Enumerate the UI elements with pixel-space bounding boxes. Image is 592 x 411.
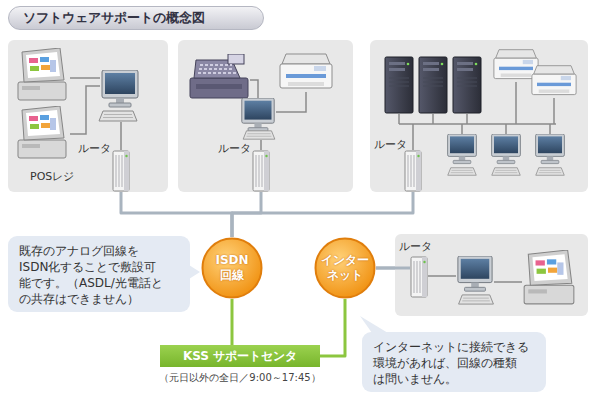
device-wire <box>120 122 122 150</box>
pc-monitor <box>536 134 565 164</box>
pc-monitor <box>242 98 274 131</box>
device-wire <box>276 92 306 112</box>
pc-keyboard <box>243 131 275 139</box>
device-wire <box>70 77 100 79</box>
device-wire <box>494 281 522 283</box>
network-line <box>376 267 395 270</box>
pc-monitor <box>492 134 521 164</box>
pos-register <box>18 106 66 158</box>
pos-register <box>524 250 574 304</box>
network-label: インター ネット <box>317 253 373 283</box>
pc-keyboard <box>536 168 565 176</box>
printer-icon <box>280 54 332 88</box>
callout-tail <box>189 265 200 279</box>
support-center-name: KSS サポートセンタ <box>160 345 320 367</box>
callout-tail <box>360 316 388 333</box>
device-label: ルータ <box>218 142 251 155</box>
device-wire <box>428 275 456 277</box>
device-panel: ルータ <box>178 40 353 192</box>
support-hours: （元日以外の全日／9:00～17:45） <box>140 372 340 384</box>
router-wire <box>376 267 410 270</box>
callout-body <box>362 332 546 392</box>
pc-monitor <box>448 134 477 164</box>
device-wire <box>260 140 262 150</box>
circle-body <box>316 239 375 298</box>
network-circle: ISDN 回線 <box>201 237 263 299</box>
device-label: ルータ <box>374 138 407 151</box>
server-icon <box>453 57 481 113</box>
router-icon <box>411 257 427 297</box>
network-line <box>231 299 234 345</box>
pc-monitor <box>458 256 492 291</box>
device-wire <box>70 86 100 134</box>
device-label: ルータ <box>399 240 432 253</box>
device-wire <box>399 114 467 124</box>
lan-wire <box>399 123 556 125</box>
network-circle: インター ネット <box>314 237 376 299</box>
cash-register <box>190 54 248 98</box>
note-callout: 既存のアナログ回線を ISDN化することで敷設可 能です。（ASDL/光電話と … <box>8 236 190 312</box>
printer-icon <box>532 66 576 95</box>
title-tab: ソフトウェアサポートの概念図 <box>8 6 264 30</box>
device-label: ルータ <box>78 142 111 155</box>
router-icon <box>113 151 129 191</box>
device-panel: POSレジ ルータ <box>8 40 168 192</box>
router-icon <box>405 151 421 191</box>
callout-text-box: 既存のアナログ回線を ISDN化することで敷設可 能です。（ASDL/光電話と … <box>19 243 181 307</box>
network-line <box>232 192 413 237</box>
device-label: POSレジ <box>30 170 74 183</box>
pc-keyboard <box>492 168 521 176</box>
router-icon <box>253 151 269 191</box>
title-text: ソフトウェアサポートの概念図 <box>23 10 205 25</box>
device-wire <box>412 124 414 150</box>
pc-keyboard <box>448 168 477 176</box>
server-icon <box>385 57 413 113</box>
network-label: ISDN 回線 <box>204 253 260 283</box>
pc-monitor <box>102 70 138 107</box>
circle-text-box: インター ネット <box>314 237 376 299</box>
device-panel: ルータ <box>370 40 588 192</box>
circle-body <box>203 239 262 298</box>
callout-body <box>8 236 190 312</box>
device-wires <box>70 78 556 282</box>
circle-text-box: ISDN 回線 <box>201 237 263 299</box>
printer-icon <box>494 50 538 79</box>
server-icon <box>419 57 447 113</box>
device-wire <box>462 124 550 136</box>
callout-text-box: インターネットに接続できる 環境があれば、回線の種類 は問いません。 <box>373 339 537 387</box>
device-wire <box>516 82 554 124</box>
callout-text: インターネットに接続できる 環境があれば、回線の種類 は問いません。 <box>373 339 537 387</box>
pc-keyboard <box>459 295 494 304</box>
note-callout: インターネットに接続できる 環境があれば、回線の種類 は問いません。 <box>362 332 546 392</box>
device-panel: ルータ <box>395 234 588 316</box>
pos-register <box>18 48 66 100</box>
device-wire <box>250 80 258 98</box>
network-line <box>121 192 232 237</box>
support-band: KSS サポートセンタ（元日以外の全日／9:00～17:45） <box>160 345 320 367</box>
callout-text: 既存のアナログ回線を ISDN化することで敷設可 能です。（ASDL/光電話と … <box>19 243 181 307</box>
network-line <box>320 299 345 356</box>
pc-keyboard <box>99 111 137 121</box>
